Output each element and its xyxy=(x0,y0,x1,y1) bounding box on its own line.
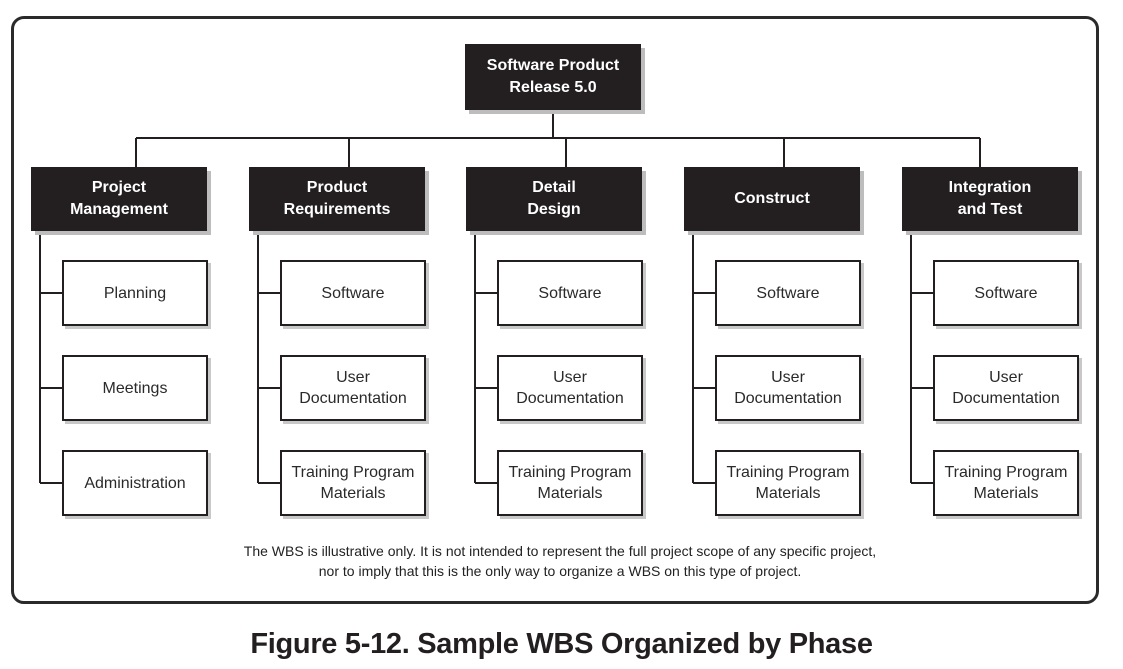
work-package-node: Meetings xyxy=(62,355,208,421)
phase-node: Product Requirements xyxy=(249,167,425,231)
work-package-node: Training Program Materials xyxy=(715,450,861,516)
work-package-node: User Documentation xyxy=(933,355,1079,421)
phase-node: Project Management xyxy=(31,167,207,231)
work-package-node: User Documentation xyxy=(280,355,426,421)
work-package-node: Training Program Materials xyxy=(280,450,426,516)
work-package-node: Administration xyxy=(62,450,208,516)
work-package-node: Planning xyxy=(62,260,208,326)
phase-node: Detail Design xyxy=(466,167,642,231)
work-package-node: User Documentation xyxy=(497,355,643,421)
figure-caption: Figure 5-12. Sample WBS Organized by Pha… xyxy=(250,628,873,660)
work-package-node: User Documentation xyxy=(715,355,861,421)
illustrative-note: The WBS is illustrative only. It is not … xyxy=(243,543,877,579)
phase-node: Integration and Test xyxy=(902,167,1078,231)
work-package-node: Software xyxy=(280,260,426,326)
work-package-node: Training Program Materials xyxy=(497,450,643,516)
work-package-node: Software xyxy=(497,260,643,326)
work-package-node: Training Program Materials xyxy=(933,450,1079,516)
diagram-frame xyxy=(11,16,1099,604)
work-package-node: Software xyxy=(715,260,861,326)
phase-node: Construct xyxy=(684,167,860,231)
work-package-node: Software xyxy=(933,260,1079,326)
root-node: Software Product Release 5.0 xyxy=(465,44,641,110)
